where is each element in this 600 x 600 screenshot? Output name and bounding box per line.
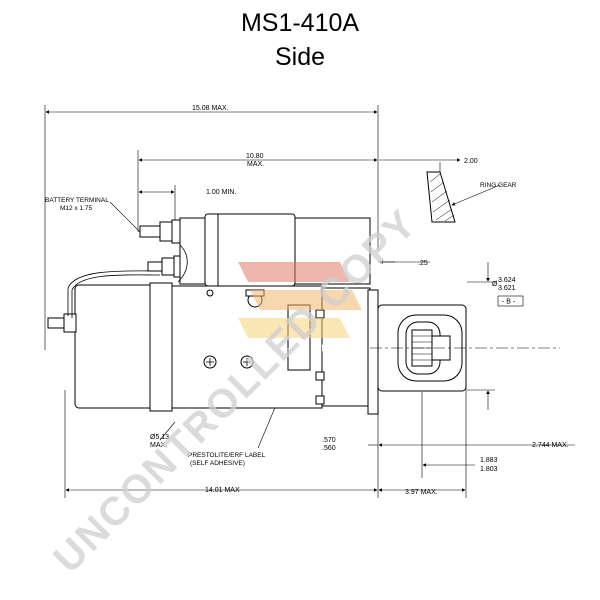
- mounting-flange: [367, 289, 379, 415]
- dim-1-00-min: 1.00 MIN.: [206, 189, 236, 196]
- dim-2-744: 2.744 MAX.: [532, 442, 569, 449]
- dimension-lines: [45, 110, 575, 492]
- commutator-end: [74, 284, 156, 409]
- dim-overall-length: 15.08 MAX.: [192, 105, 229, 112]
- end-frame: [149, 282, 173, 412]
- dim-10-80: 10.80: [246, 153, 264, 160]
- battery-terminal-thread: M12 x 1.75: [60, 205, 93, 212]
- dim-10-80-suffix: MAX.: [247, 161, 264, 168]
- ring-gear-hatch: [429, 173, 455, 222]
- watermark-logo-text: Pirtó-Vill Kft: [262, 341, 325, 355]
- ring-gear-label: RING GEAR: [480, 182, 517, 189]
- dim-1-883: 1.883: [480, 457, 498, 464]
- drawing-title: MS1-410A: [240, 9, 360, 37]
- dim-3-97: 3.97 MAX.: [405, 489, 438, 496]
- dim-3-621: 3.621: [498, 285, 516, 292]
- datum-b: - B -: [502, 299, 516, 306]
- watermark-logo: Pirtó-Vill Kft: [238, 262, 362, 355]
- dim-dia-5-13: Ø5.13: [150, 434, 169, 441]
- drawing-subtitle: Side: [274, 43, 326, 71]
- battery-terminal-stud: [139, 225, 161, 238]
- dim-dia-symbol: Ø: [492, 281, 498, 288]
- dim-0-560: .560: [322, 445, 336, 452]
- prestolite-label: PRESTOLITE/ERF LABEL: [188, 452, 266, 459]
- dim-0-570: .570: [322, 437, 336, 444]
- dim-2-00: 2.00: [464, 158, 478, 165]
- battery-terminal-label: BATTERY TERMINAL: [45, 197, 109, 204]
- dim-14-01: 14.01 MAX: [205, 487, 240, 494]
- dim-0-25: .25: [418, 260, 428, 267]
- prestolite-self-adhesive: (SELF ADHESIVE): [190, 460, 245, 467]
- ring-gear-tooth: [426, 171, 456, 223]
- cables: [67, 244, 188, 318]
- screw-slots: [206, 358, 251, 366]
- datum-box: [497, 295, 524, 307]
- starter-motor: [47, 213, 467, 415]
- dim-1-803: 1.803: [480, 466, 498, 473]
- dim-dia-5-13-suffix: MAX.: [150, 442, 167, 449]
- dim-3-624: 3.624: [498, 277, 516, 284]
